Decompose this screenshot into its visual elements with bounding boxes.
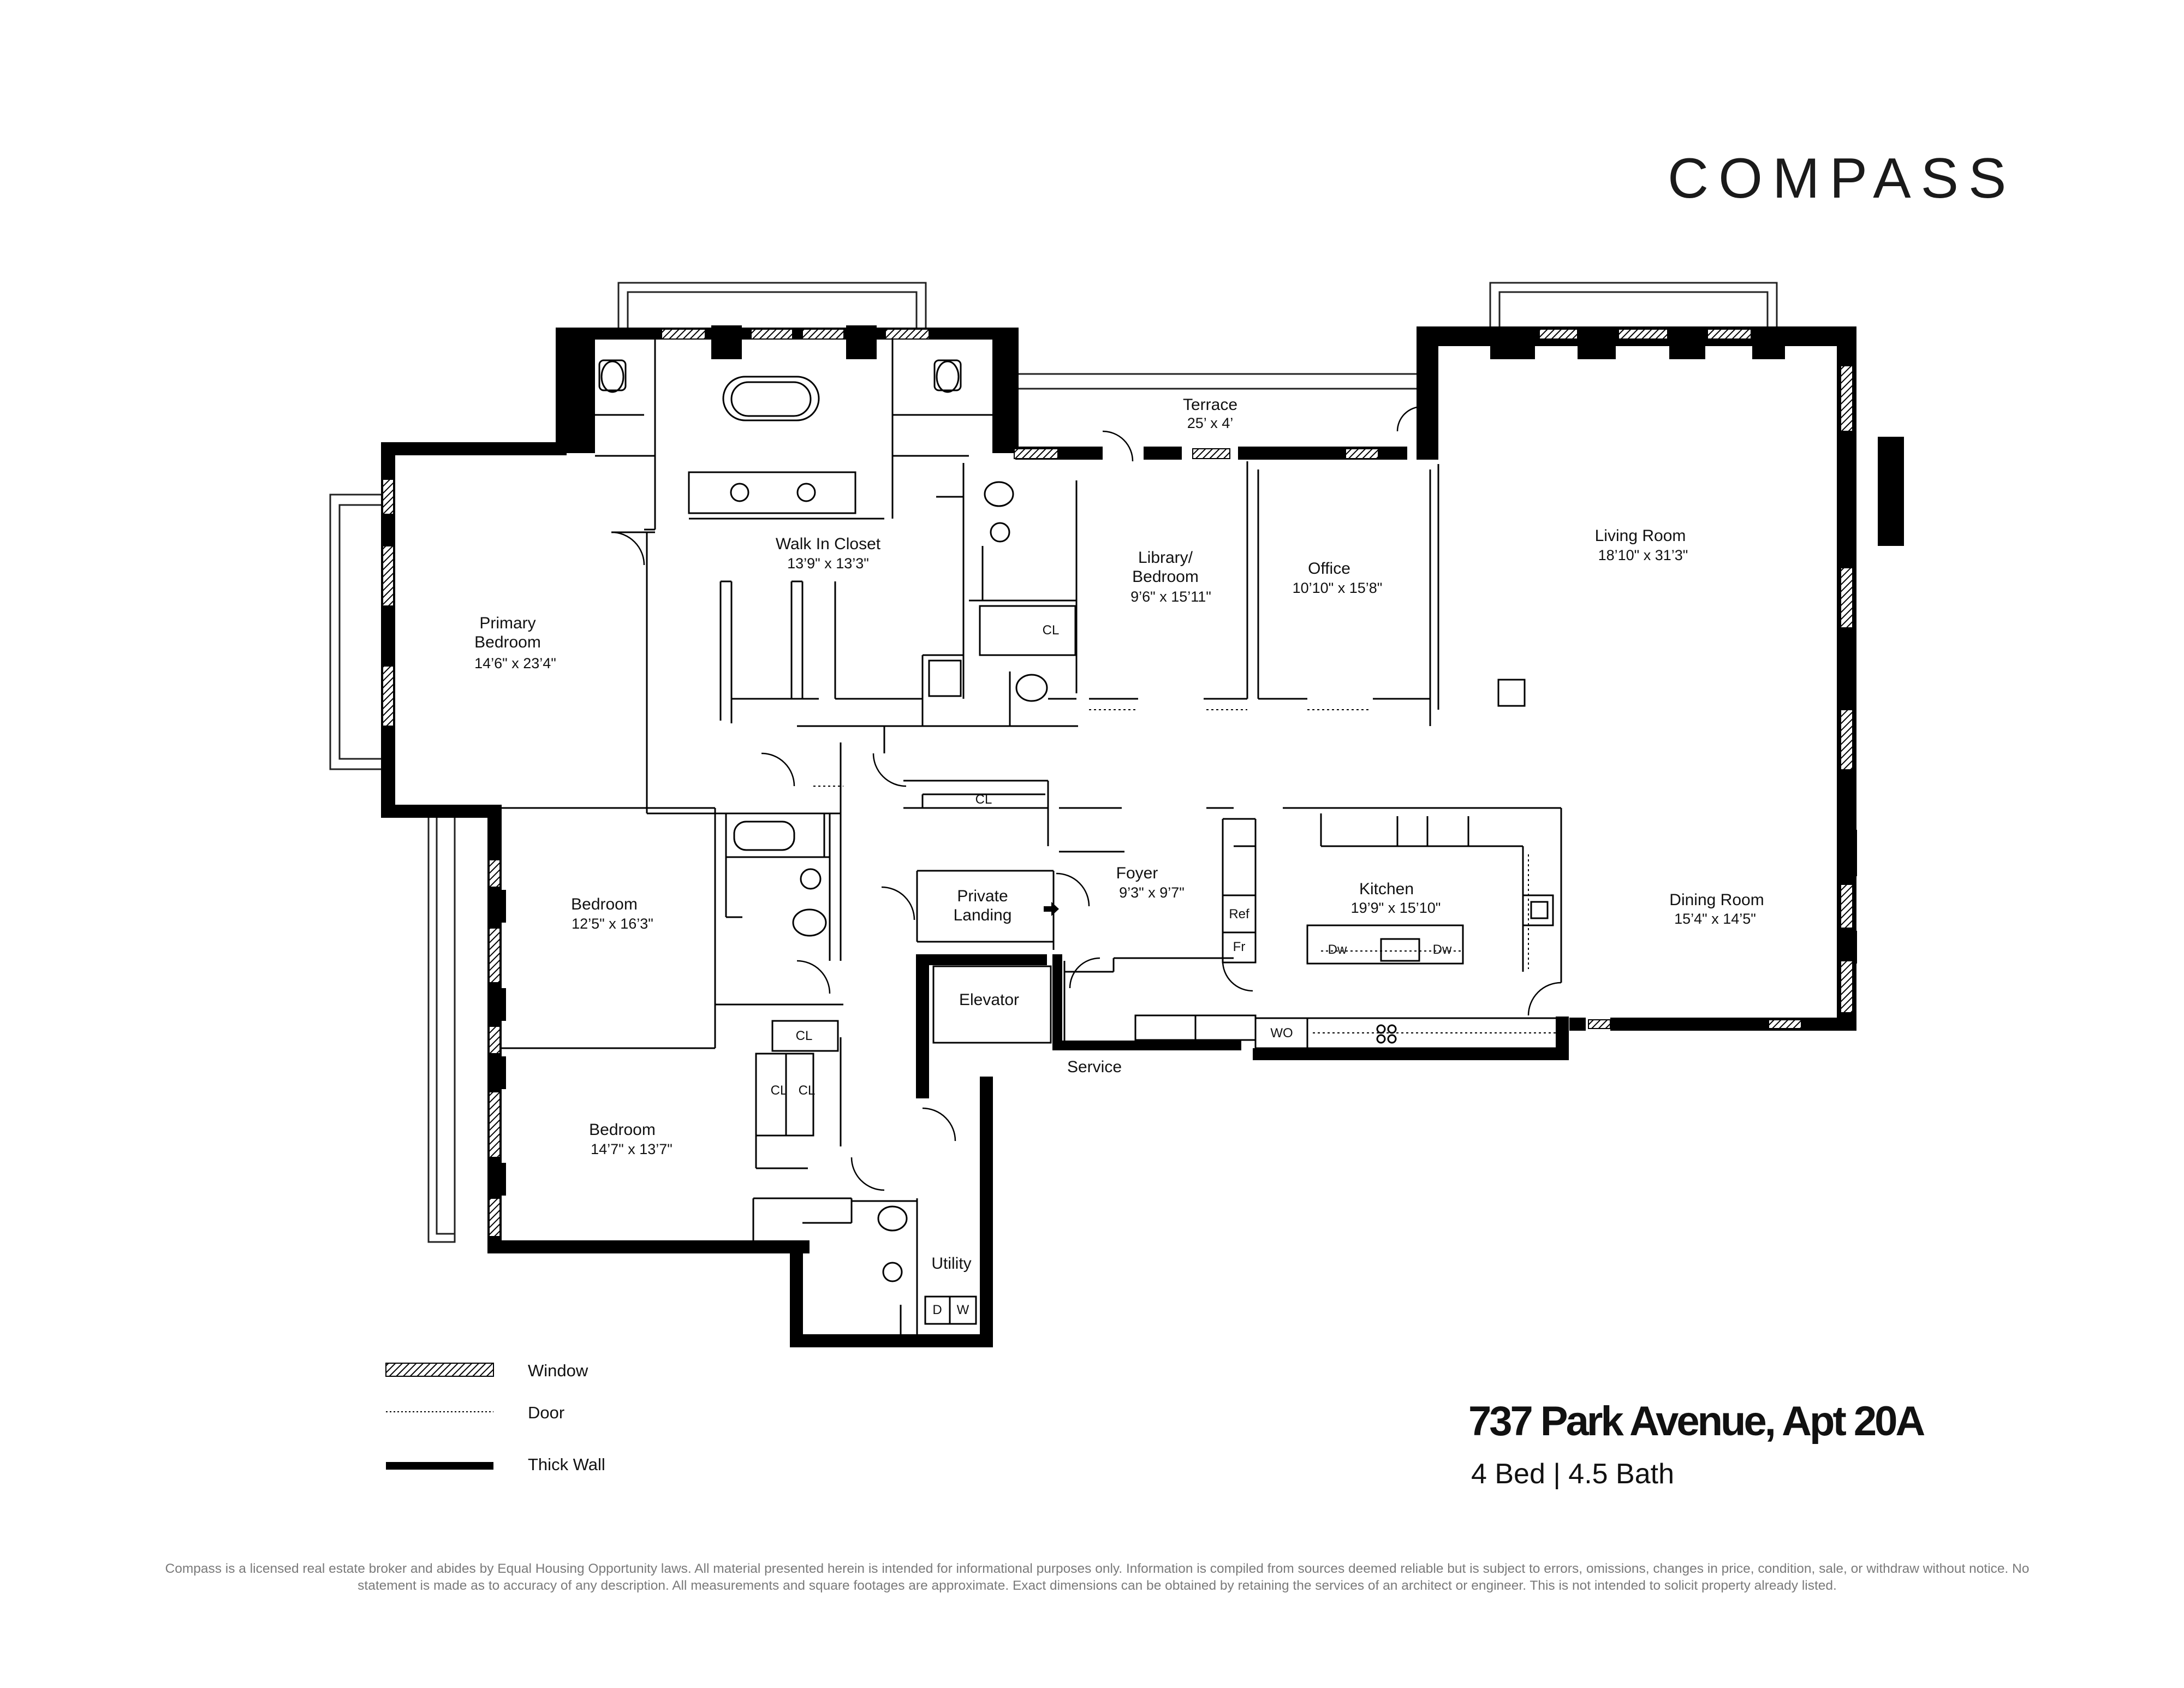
office-label: Office [1308,560,1350,578]
legend-window-swatch [385,1363,494,1377]
office-dims: 10’10" x 15’8" [1292,580,1383,596]
legend-door-label: Door [528,1403,565,1422]
listing-address: 737 Park Avenue, Apt 20A [1468,1398,1925,1445]
living-room-label: Living Room [1594,527,1686,545]
freezer-tag: Fr [1233,940,1246,954]
foyer-label: Foyer [1116,864,1158,882]
terrace-label: Terrace [1182,396,1238,414]
bedroom-closet-tag: CL [795,1029,813,1043]
legend-thick-wall-swatch [386,1462,493,1470]
dishwasher-left-tag: Dw [1328,942,1347,957]
utility-label: Utility [931,1255,972,1273]
hall-closet-tag: CL [975,792,992,807]
closet-b-tag: CL [798,1083,816,1098]
interior-walls [502,338,1562,1334]
bedroom-3-dims: 14’7" x 13’7" [591,1141,673,1157]
windows [382,329,1853,1237]
bedroom-3-label: Bedroom [589,1121,656,1139]
walk-in-closet-label: Walk In Closet [775,535,881,553]
compass-logo: COMPASS [1668,147,2016,210]
elevator-label: Elevator [959,991,1020,1009]
refrigerator-tag: Ref [1229,907,1249,922]
bedroom-2-dims: 12’5" x 16’3" [572,916,653,932]
dining-room-label: Dining Room [1669,891,1764,909]
primary-bedroom-label: Primary Bedroom [474,614,541,651]
dishwasher-right-tag: Dw [1432,942,1452,957]
foyer-dims: 9’3" x 9’7" [1119,884,1185,901]
private-landing-label: Private Landing [953,887,1012,924]
legal-disclaimer: Compass is a licensed real estate broker… [165,1561,2030,1594]
legend-window-label: Window [528,1361,588,1380]
service-label: Service [1067,1058,1122,1076]
dining-room-dims: 15’4" x 14’5" [1674,911,1756,927]
living-room-dims: 18’10" x 31’3" [1598,547,1688,563]
entry-arrow [1044,902,1059,916]
washer-tag: W [956,1303,969,1317]
thick-walls [381,325,1904,1347]
legend-thick-wall-label: Thick Wall [528,1455,605,1474]
listing-summary: 4 Bed | 4.5 Bath [1471,1458,1674,1490]
library-dims: 9’6" x 15’11" [1130,589,1211,605]
door-openings [813,709,1558,1033]
dryer-tag: D [932,1303,942,1317]
closet-a-tag: CL [770,1083,788,1098]
doors [611,406,1562,1191]
balcony-outlines [329,282,1778,1243]
library-closet-tag: CL [1042,623,1060,638]
fixtures [598,359,1549,1282]
terrace-dims: 25’ x 4’ [1187,415,1234,431]
kitchen-dims: 19’9" x 15’10" [1350,900,1441,916]
wall-oven-tag: WO [1270,1026,1293,1041]
kitchen-label: Kitchen [1359,880,1414,898]
bedroom-2-label: Bedroom [571,895,638,913]
primary-bedroom-dims: 14’6" x 23’4" [474,655,556,671]
walk-in-closet-dims: 13’9" x 13’3" [787,555,869,572]
library-label: Library/ Bedroom [1132,549,1199,586]
